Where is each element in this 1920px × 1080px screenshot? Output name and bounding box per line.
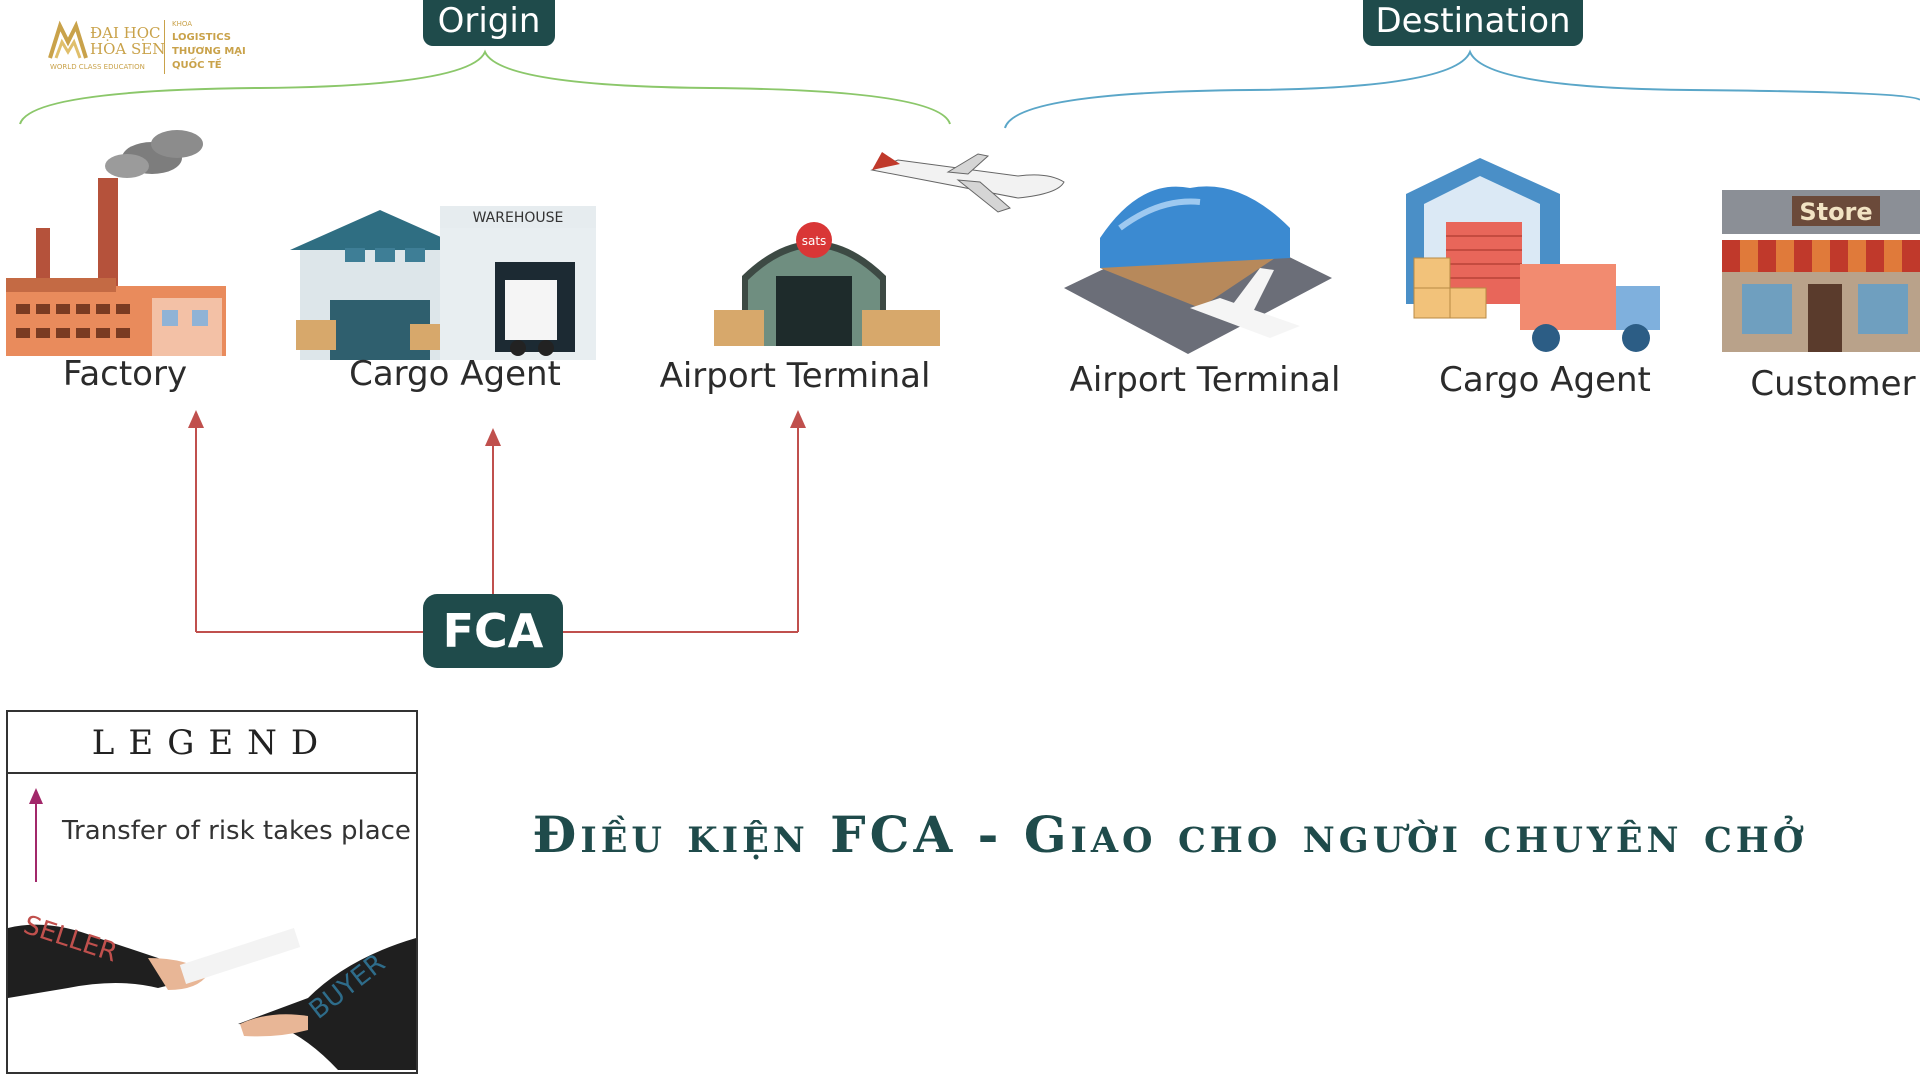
logo-line1: ĐẠI HỌC [90, 24, 161, 42]
sats-sign: sats [802, 234, 827, 248]
handshake-icon: SELLER BUYER [8, 910, 416, 1070]
logo-tagline: WORLD CLASS EDUCATION [50, 63, 145, 71]
legend-arrow-icon [29, 788, 43, 882]
logo-divider [164, 20, 165, 74]
fca-badge: FCA [423, 594, 563, 668]
warehouse-icon: WAREHOUSE [290, 206, 596, 360]
airport-terminal-dest-icon [1064, 186, 1332, 354]
logo-line2: HOA SEN [90, 40, 166, 58]
store-sign: Store [1799, 198, 1872, 226]
customer-label: Customer [1750, 364, 1916, 404]
legend: LEGEND Transfer of risk takes place SELL… [6, 710, 418, 1074]
logo-dept1: KHOA [172, 20, 193, 28]
logo-dept2: LOGISTICS [172, 32, 231, 43]
cargo-agent-dest-label: Cargo Agent [1439, 360, 1651, 400]
logo-dept4: QUỐC TẾ [172, 60, 222, 71]
cargo-agent-origin-label: Cargo Agent [349, 354, 561, 394]
logo-mark-icon [48, 20, 88, 59]
logo: ĐẠI HỌC HOA SEN WORLD CLASS EDUCATION KH… [48, 18, 248, 76]
logo-dept3: THƯƠNG MẠI [172, 46, 246, 57]
cargo-agent-dest-icon [1406, 158, 1660, 352]
airport-terminal-dest-label: Airport Terminal [1069, 360, 1341, 400]
warehouse-sign: WAREHOUSE [473, 210, 564, 226]
destination-tag: Destination [1363, 0, 1583, 46]
factory-label: Factory [62, 354, 188, 394]
store-icon: Store [1722, 190, 1920, 352]
destination-brace [1004, 49, 1920, 129]
legend-title: LEGEND [8, 712, 416, 774]
airport-terminal-origin-label: Airport Terminal [659, 356, 931, 396]
legend-arrow-text: Transfer of risk takes place [62, 816, 411, 846]
factory-icon [6, 130, 226, 356]
airport-terminal-origin-icon: sats [714, 222, 940, 346]
airplane-icon [870, 152, 1065, 213]
origin-tag: Origin [423, 0, 555, 46]
page-title: Điều kiện FCA - Giao cho người chuyên ch… [532, 805, 1808, 864]
origin-brace [19, 49, 951, 125]
